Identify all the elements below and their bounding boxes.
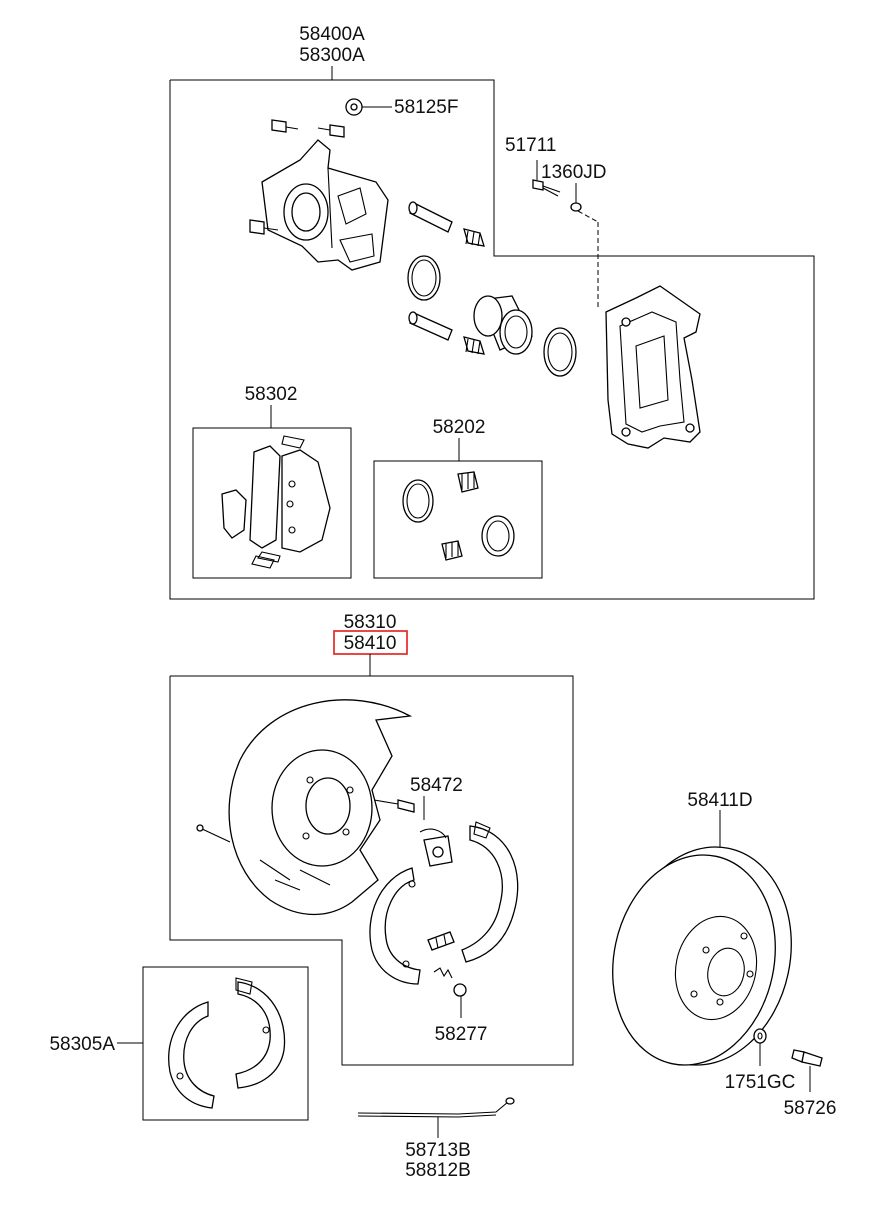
- guide-pin-lower[interactable]: [408, 311, 485, 355]
- label-58202[interactable]: 58202: [433, 417, 486, 438]
- piston-seal[interactable]: [407, 255, 441, 301]
- washer-leader-dashed: [577, 210, 599, 223]
- brake-shoe-right[interactable]: [461, 821, 519, 963]
- label-58400a[interactable]: 58400A: [299, 24, 365, 45]
- label-58305a[interactable]: 58305A: [49, 1034, 115, 1055]
- adjuster-assembly[interactable]: [373, 799, 453, 867]
- label-58411d[interactable]: 58411D: [687, 790, 752, 811]
- bolt-51711[interactable]: [532, 179, 561, 197]
- parking-cable[interactable]: [357, 1097, 515, 1118]
- piston[interactable]: [473, 295, 533, 355]
- caliper-group: 58400A 58300A 58125F: [169, 24, 815, 600]
- shoe-kit-group: 58305A: [49, 966, 309, 1121]
- label-1751gc[interactable]: 1751GC: [725, 1072, 796, 1093]
- label-58302[interactable]: 58302: [245, 384, 298, 405]
- label-58726[interactable]: 58726: [784, 1098, 837, 1119]
- brake-disc[interactable]: [594, 831, 811, 1081]
- dust-boot[interactable]: [543, 327, 577, 377]
- label-58812b[interactable]: 58812B: [405, 1160, 471, 1181]
- bolt-58726[interactable]: [791, 1049, 823, 1067]
- label-58310[interactable]: 58310: [344, 612, 397, 633]
- label-58300a[interactable]: 58300A: [299, 45, 365, 66]
- strut[interactable]: [427, 931, 455, 951]
- seal-kit-frame: [373, 460, 543, 579]
- label-51711[interactable]: 51711: [505, 135, 556, 156]
- caliper-group-frame: [169, 79, 815, 600]
- caliper-bracket[interactable]: [605, 285, 701, 449]
- label-1360jd[interactable]: 1360JD: [541, 162, 607, 183]
- pad-kit-frame: [192, 427, 352, 579]
- brake-pads[interactable]: [221, 435, 331, 569]
- label-58713b[interactable]: 58713B: [405, 1140, 471, 1161]
- shoe-kit-shoes[interactable]: [168, 977, 286, 1109]
- backplate-group: 58310 58410 58472: [169, 612, 574, 1066]
- spring-58277[interactable]: [433, 967, 467, 997]
- backing-plate[interactable]: [228, 699, 413, 916]
- brake-shoe-left[interactable]: [369, 867, 421, 985]
- label-58125f[interactable]: 58125F: [394, 97, 458, 118]
- label-58410[interactable]: 58410: [344, 633, 397, 654]
- label-58277[interactable]: 58277: [435, 1024, 488, 1045]
- caliper-housing[interactable]: [261, 139, 389, 271]
- label-58472[interactable]: 58472: [410, 775, 463, 796]
- bolt-58125f[interactable]: [249, 98, 363, 235]
- pin-left[interactable]: [196, 824, 231, 843]
- washer-1360jd[interactable]: [570, 202, 582, 212]
- backplate-group-frame: [169, 675, 574, 1066]
- seal-kit-parts[interactable]: [402, 471, 515, 561]
- guide-pin-upper[interactable]: [408, 201, 485, 247]
- washer-1751gc[interactable]: [753, 1028, 767, 1044]
